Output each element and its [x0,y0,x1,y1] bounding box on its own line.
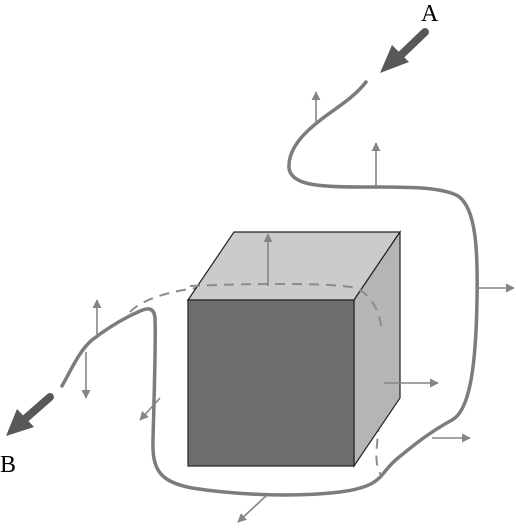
arrow-down-left-icon [22,393,54,422]
label-b: B [0,452,16,478]
normal-arrow-icon [237,494,268,523]
start-direction-arrow [380,28,429,73]
end-direction-arrow [6,393,54,436]
label-a: A [421,1,439,27]
normal-arrow-icon [139,397,161,421]
cube [186,230,402,468]
cube-front-face [187,299,355,467]
main-path [60,80,479,497]
hidden-path-on-top-face [189,282,383,331]
arrow-down-left-icon [396,28,429,60]
normal-vectors [81,91,515,523]
